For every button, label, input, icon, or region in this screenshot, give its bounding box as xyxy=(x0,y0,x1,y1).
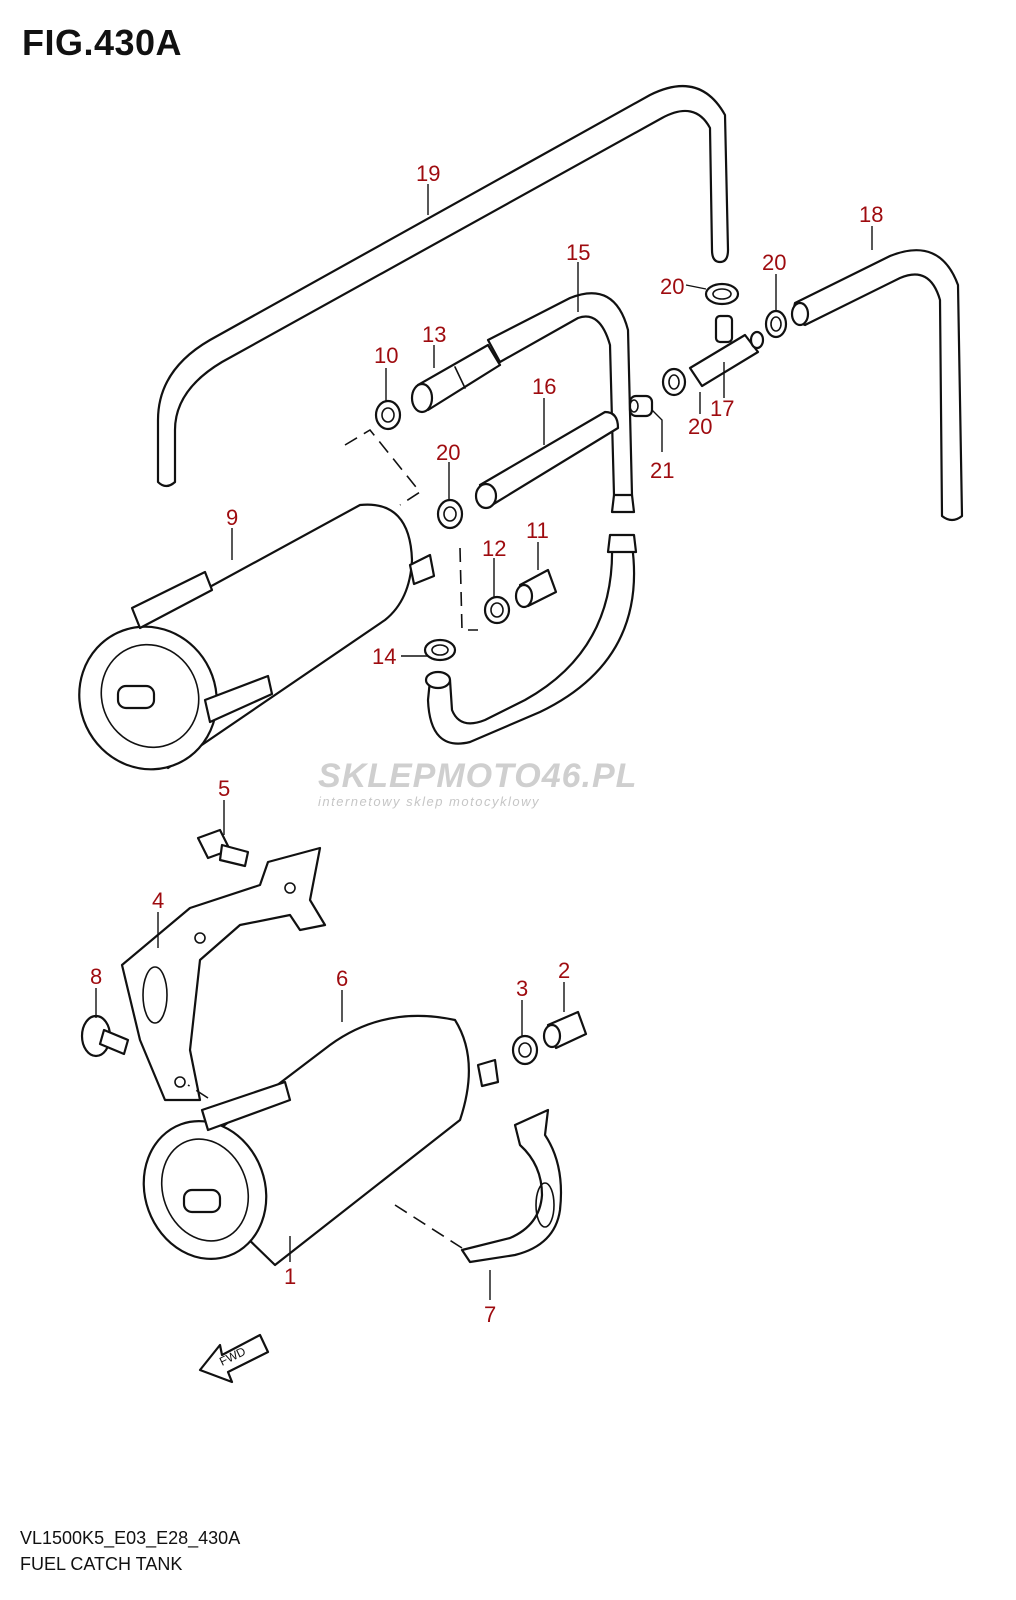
clamp-10 xyxy=(374,399,402,431)
sleeve-2 xyxy=(542,1010,588,1050)
callout-20-mid: 20 xyxy=(688,414,712,439)
callout-19: 19 xyxy=(416,161,440,186)
callout-16: 16 xyxy=(532,374,556,399)
figure-name: FUEL CATCH TANK xyxy=(20,1554,183,1574)
callouts: 19 15 18 20 20 13 10 16 17 20 20 21 9 11… xyxy=(90,161,883,1327)
hose-18 xyxy=(790,249,964,522)
clamp-12 xyxy=(483,595,511,625)
callout-18: 18 xyxy=(859,202,883,227)
callout-20-top: 20 xyxy=(660,274,684,299)
clamp-14 xyxy=(423,638,457,662)
callout-14: 14 xyxy=(372,644,396,669)
watermark-tagline: internetowy sklep motocyklowy xyxy=(318,794,540,809)
leader-lines xyxy=(95,184,873,1300)
callout-1: 1 xyxy=(284,1264,296,1289)
guide-lines xyxy=(187,428,478,1249)
hose-lower-bend xyxy=(424,533,638,745)
callout-11: 11 xyxy=(526,518,549,543)
sleeve-11 xyxy=(514,568,558,609)
callout-6: 6 xyxy=(336,966,348,991)
tank-9 xyxy=(78,503,436,771)
bracket-7 xyxy=(460,1108,563,1264)
bolt-5 xyxy=(196,828,250,868)
callout-12: 12 xyxy=(482,536,506,561)
watermark: SKLEPMOTO46.PL internetowy sklep motocyk… xyxy=(318,757,637,809)
hose-19 xyxy=(156,85,730,488)
fitting-13 xyxy=(410,343,502,414)
callout-2: 2 xyxy=(558,958,570,983)
tank-6 xyxy=(142,1014,500,1267)
bolt-8 xyxy=(80,1014,130,1058)
bracket-4 xyxy=(120,846,327,1102)
callout-10: 10 xyxy=(374,343,398,368)
callout-17: 17 xyxy=(710,396,734,421)
clamp-20-right xyxy=(764,309,788,339)
callout-13: 13 xyxy=(422,322,446,347)
callout-5: 5 xyxy=(218,776,230,801)
model-code: VL1500K5_E03_E28_430A xyxy=(20,1528,241,1548)
hose-16 xyxy=(474,410,620,510)
clamp-20-mid xyxy=(661,367,687,397)
clamp-20-left xyxy=(436,498,464,530)
joint-17 xyxy=(688,314,765,388)
callout-9: 9 xyxy=(226,505,238,530)
callout-21: 21 xyxy=(650,458,674,483)
clamp-3 xyxy=(511,1034,539,1066)
hose-15 xyxy=(486,292,636,514)
callout-20-left: 20 xyxy=(436,440,460,465)
callout-20-right: 20 xyxy=(762,250,786,275)
callout-3: 3 xyxy=(516,976,528,1001)
cap-21 xyxy=(628,394,654,418)
callout-8: 8 xyxy=(90,964,102,989)
callout-4: 4 xyxy=(152,888,164,913)
clamp-20-top xyxy=(704,282,740,306)
watermark-brand: SKLEPMOTO46.PL xyxy=(318,757,637,795)
fwd-arrow: FWD xyxy=(198,1333,270,1384)
figure-title: FIG.430A xyxy=(22,22,183,63)
callout-15: 15 xyxy=(566,240,590,265)
callout-7: 7 xyxy=(484,1302,496,1327)
